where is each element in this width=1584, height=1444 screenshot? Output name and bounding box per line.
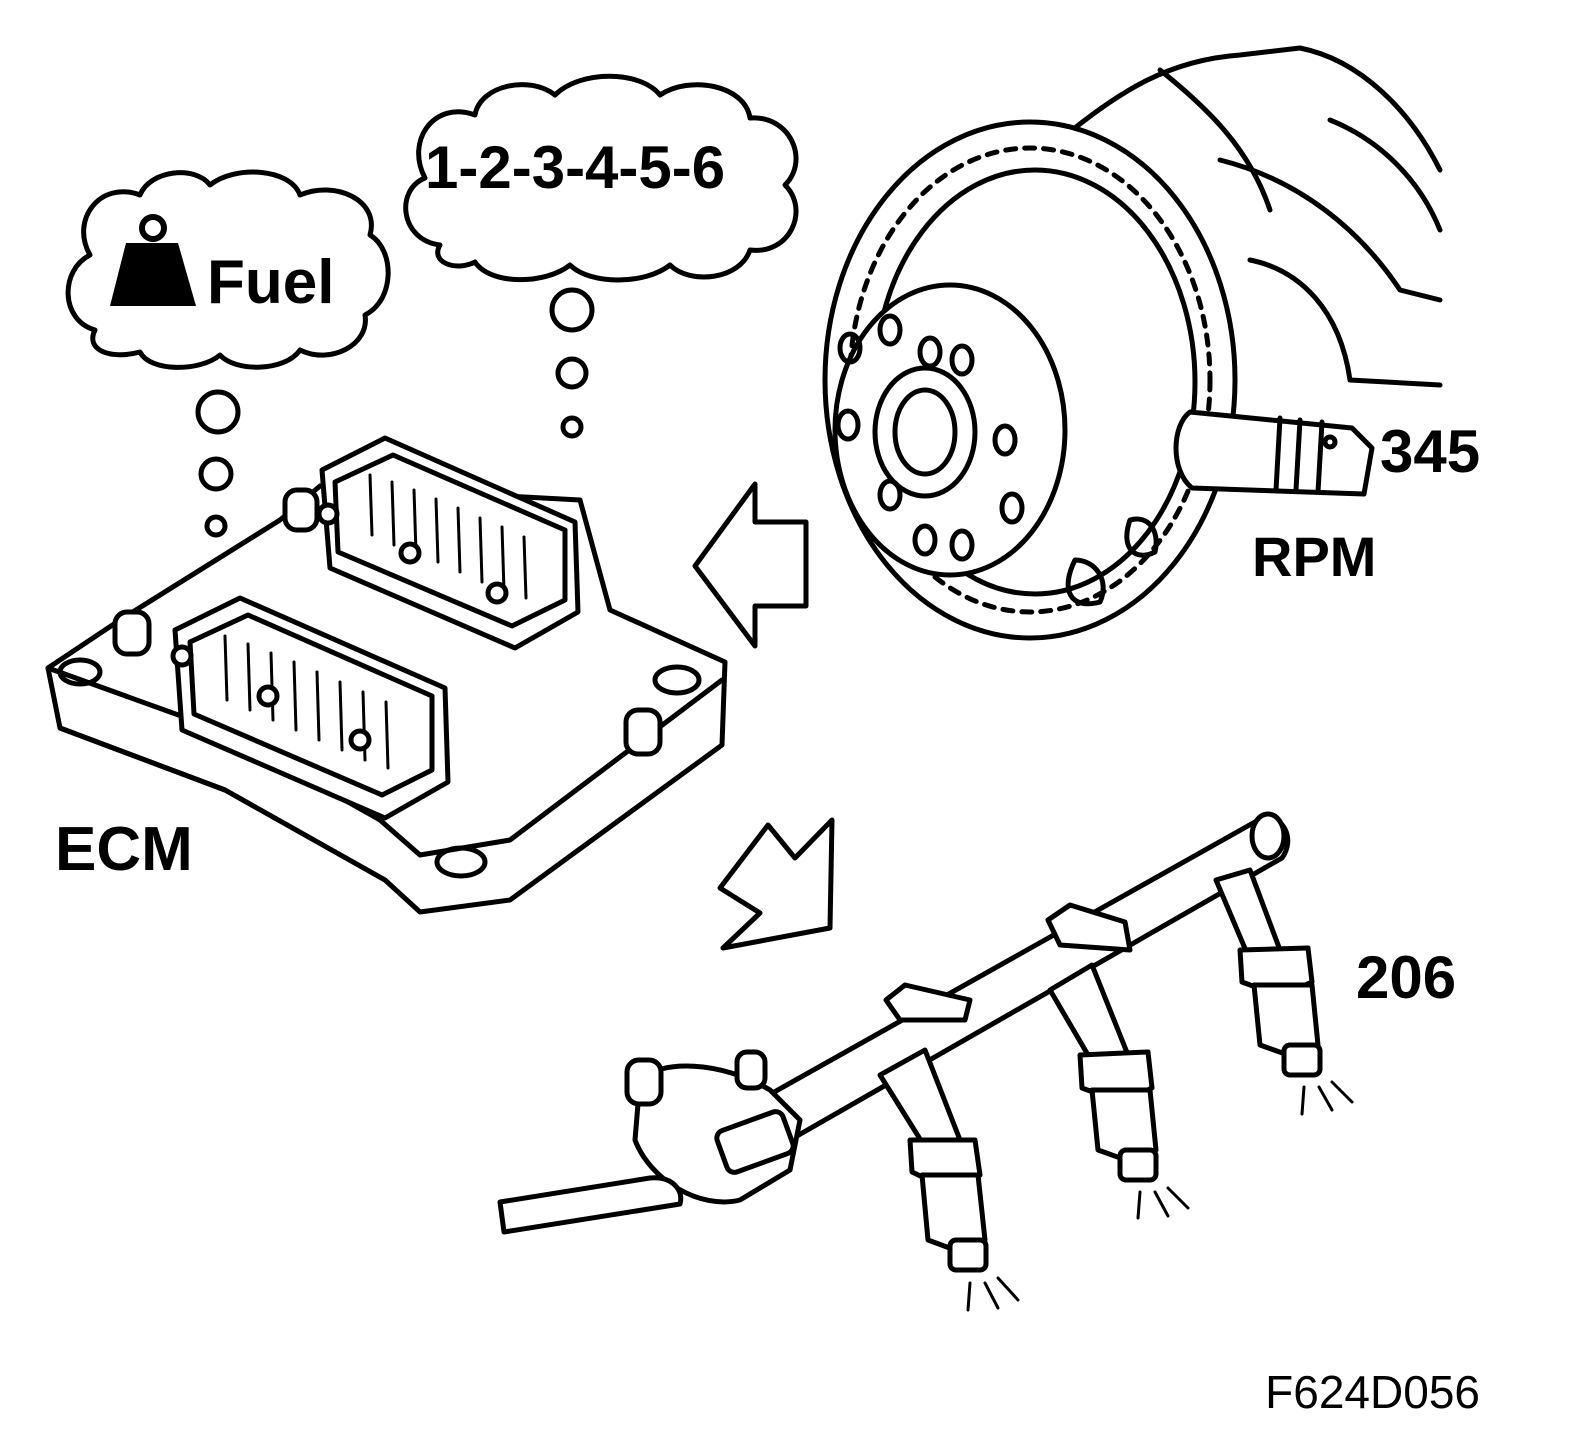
arrow-left-icon	[692, 481, 809, 649]
sensor-number-label: 345	[1380, 418, 1480, 485]
injector-number-label: 206	[1356, 944, 1456, 1011]
fuel-rail-assembly	[497, 811, 1354, 1312]
firing-order-thought-cloud	[403, 73, 799, 283]
weight-icon	[110, 214, 196, 306]
flywheel	[822, 119, 1238, 641]
injector-1	[877, 1047, 1020, 1312]
crankshaft	[1057, 45, 1443, 388]
rpm-sensor	[1173, 409, 1375, 497]
rpm-label: RPM	[1252, 525, 1376, 588]
arrow-down-right-icon	[717, 817, 835, 951]
firing-order-label: 1-2-3-4-5-6	[425, 134, 725, 201]
fuel-thought-bubbles	[195, 389, 241, 538]
ecm-label: ECM	[55, 815, 193, 884]
injector-3	[1213, 867, 1354, 1116]
fuel-label: Fuel	[207, 248, 334, 317]
firing-order-thought-bubbles	[549, 287, 595, 439]
ecm-unit	[45, 435, 728, 915]
injector-2	[1047, 962, 1190, 1220]
figure-code: F624D056	[1265, 1366, 1480, 1418]
flywheel-bolt-holes	[835, 313, 1025, 562]
rear-connector-pins	[368, 473, 528, 600]
